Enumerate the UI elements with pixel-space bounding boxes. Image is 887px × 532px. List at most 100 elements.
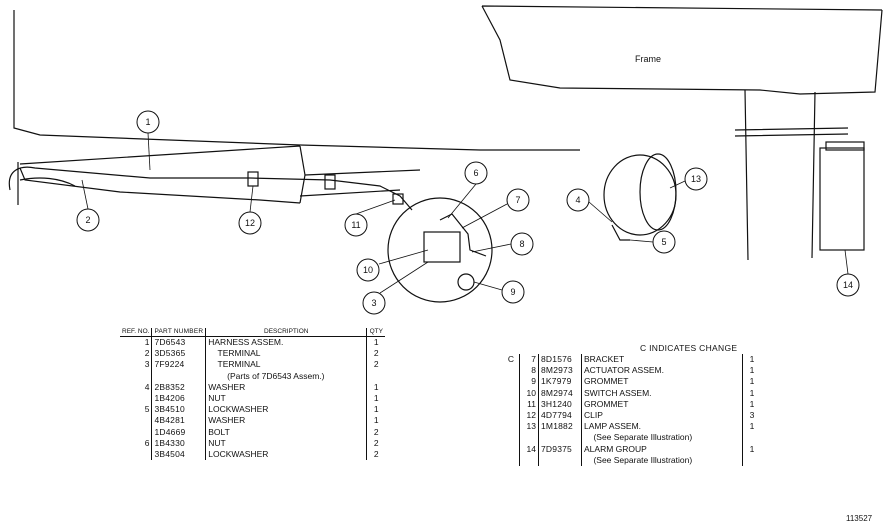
part-number: 1D4669 <box>151 426 207 438</box>
description: BOLT <box>205 426 368 438</box>
ref-no: 12 <box>519 410 539 422</box>
description: HARNESS ASSEM. <box>205 336 368 349</box>
change-indicator <box>503 365 520 377</box>
quantity: 1 <box>749 398 755 409</box>
quantity: 3 <box>749 410 755 421</box>
quantity: 1 <box>373 337 379 347</box>
description: GROMMET <box>581 376 743 388</box>
description: TERMINAL <box>205 348 368 360</box>
ref-no <box>519 454 539 467</box>
description: LOCKWASHER <box>205 404 368 416</box>
header-part-number: PART NUMBER <box>151 328 207 337</box>
part-number: 8M2974 <box>538 387 582 399</box>
change-indicator <box>503 454 520 467</box>
description: SWITCH ASSEM. <box>581 387 743 399</box>
part-number: 7D6543 <box>151 336 207 349</box>
description: NUT <box>205 437 368 450</box>
part-number: 3H1240 <box>538 398 582 411</box>
table-row: (See Separate Illustration) <box>503 432 761 444</box>
change-indicator: C <box>503 354 520 366</box>
ref-no: 2 <box>120 348 153 360</box>
alarm-group-box <box>819 147 865 251</box>
quantity <box>743 455 762 466</box>
change-indicator <box>503 432 520 444</box>
quantity <box>367 371 386 382</box>
callout-4: 4 <box>575 195 580 205</box>
description: (See Separate Illustration) <box>581 432 743 444</box>
part-number: 4D7794 <box>538 410 582 422</box>
description: LOCKWASHER <box>205 449 368 461</box>
part-number: 8M2973 <box>538 365 582 377</box>
part-number: 3B4504 <box>151 449 207 461</box>
callout-9: 9 <box>510 287 515 297</box>
description: NUT <box>205 393 368 405</box>
switch-assembly <box>423 231 461 263</box>
quantity: 1 <box>373 404 379 415</box>
grommet-11 <box>392 193 404 205</box>
ref-no <box>519 432 539 444</box>
callout-13: 13 <box>691 174 701 184</box>
ref-no: 3 <box>120 359 153 371</box>
quantity: 1 <box>749 365 755 376</box>
ref-no: 9 <box>519 376 539 388</box>
ref-no: 13 <box>519 421 539 433</box>
ref-no <box>120 393 153 405</box>
quantity: 2 <box>373 348 379 359</box>
part-number: 8D1576 <box>538 354 582 366</box>
part-number: 7D9375 <box>538 443 582 455</box>
quantity: 1 <box>749 443 755 454</box>
callout-2: 2 <box>85 215 90 225</box>
harness-wire <box>8 166 413 211</box>
clip-11 <box>324 174 336 190</box>
callout-5: 5 <box>661 237 666 247</box>
change-indicator <box>503 387 520 399</box>
part-number: 1B4206 <box>151 393 207 405</box>
ref-no: 6 <box>120 437 153 450</box>
part-number: 1K7979 <box>538 376 582 388</box>
ref-no: 5 <box>120 404 153 416</box>
frame-label: Frame <box>635 54 661 64</box>
change-indicator <box>503 410 520 422</box>
quantity: 1 <box>749 421 755 432</box>
ref-no: 14 <box>519 443 539 455</box>
ref-no: 7 <box>519 354 539 366</box>
description: LAMP ASSEM. <box>581 421 743 433</box>
truck-body-outline <box>13 10 580 204</box>
quantity: 2 <box>373 359 379 370</box>
header-qty: QTY <box>366 328 386 337</box>
callout-7: 7 <box>515 195 520 205</box>
ref-no <box>120 415 153 427</box>
description: BRACKET <box>581 354 743 366</box>
part-number <box>151 370 207 382</box>
change-indicator <box>503 376 520 388</box>
description: WASHER <box>205 381 368 394</box>
ref-no <box>120 370 153 382</box>
quantity: 1 <box>373 381 379 392</box>
quantity: 2 <box>373 437 379 448</box>
description: WASHER <box>205 415 368 427</box>
part-number: 3D5365 <box>151 348 207 360</box>
part-number: 1M1882 <box>538 421 582 433</box>
change-indicator <box>503 421 520 433</box>
callout-14: 14 <box>843 280 853 290</box>
callout-11: 11 <box>351 220 360 230</box>
callout-10: 10 <box>363 265 373 275</box>
part-number: 2B8352 <box>151 381 207 394</box>
part-number: 3B4510 <box>151 404 207 416</box>
